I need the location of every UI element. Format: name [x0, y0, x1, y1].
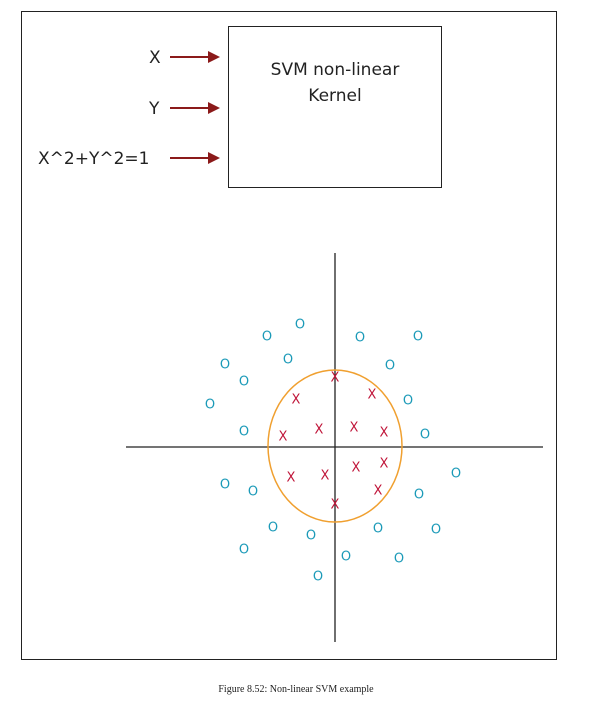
outer-class-o-marker: O — [420, 428, 430, 443]
inner-class-x-marker: X — [368, 388, 377, 403]
outer-class-o-marker: O — [394, 552, 404, 567]
inner-class-x-marker: X — [331, 371, 340, 386]
outer-class-o-marker: O — [295, 318, 305, 333]
arrow-icon — [170, 152, 220, 164]
inner-class-x-marker: X — [352, 461, 361, 476]
outer-class-o-marker: O — [385, 359, 395, 374]
decision-boundary-circle — [267, 369, 403, 523]
outer-class-o-marker: O — [248, 485, 258, 500]
outer-class-o-marker: O — [283, 353, 293, 368]
input-label-y: Y — [149, 99, 160, 119]
inner-class-x-marker: X — [321, 469, 330, 484]
outer-class-o-marker: O — [451, 467, 461, 482]
outer-class-o-marker: O — [431, 523, 441, 538]
inner-class-x-marker: X — [279, 430, 288, 445]
outer-class-o-marker: O — [239, 543, 249, 558]
inner-class-x-marker: X — [350, 421, 359, 436]
inner-class-x-marker: X — [287, 471, 296, 486]
inner-class-x-marker: X — [315, 423, 324, 438]
kernel-subtitle: Kernel — [308, 86, 362, 106]
outer-class-o-marker: O — [341, 550, 351, 565]
outer-class-o-marker: O — [414, 488, 424, 503]
input-label-x: X — [149, 48, 161, 68]
inner-class-x-marker: X — [380, 426, 389, 441]
outer-class-o-marker: O — [268, 521, 278, 536]
outer-class-o-marker: O — [306, 529, 316, 544]
kernel-title: SVM non-linear — [270, 60, 400, 80]
figure-caption: Figure 8.52: Non-linear SVM example — [218, 684, 374, 695]
figure-frame — [21, 11, 557, 660]
inner-class-x-marker: X — [292, 393, 301, 408]
arrow-icon — [170, 102, 220, 114]
inner-class-x-marker: X — [374, 484, 383, 499]
inner-class-x-marker: X — [380, 457, 389, 472]
outer-class-o-marker: O — [239, 375, 249, 390]
input-label-circle-equation: X^2+Y^2=1 — [38, 149, 150, 169]
outer-class-o-marker: O — [205, 398, 215, 413]
svm-kernel-box: SVM non-linear Kernel — [228, 26, 442, 188]
outer-class-o-marker: O — [239, 425, 249, 440]
outer-class-o-marker: O — [220, 358, 230, 373]
outer-class-o-marker: O — [262, 330, 272, 345]
outer-class-o-marker: O — [403, 394, 413, 409]
outer-class-o-marker: O — [355, 331, 365, 346]
outer-class-o-marker: O — [313, 570, 323, 585]
outer-class-o-marker: O — [413, 330, 423, 345]
inner-class-x-marker: X — [331, 498, 340, 513]
arrow-icon — [170, 51, 220, 63]
outer-class-o-marker: O — [373, 522, 383, 537]
outer-class-o-marker: O — [220, 478, 230, 493]
